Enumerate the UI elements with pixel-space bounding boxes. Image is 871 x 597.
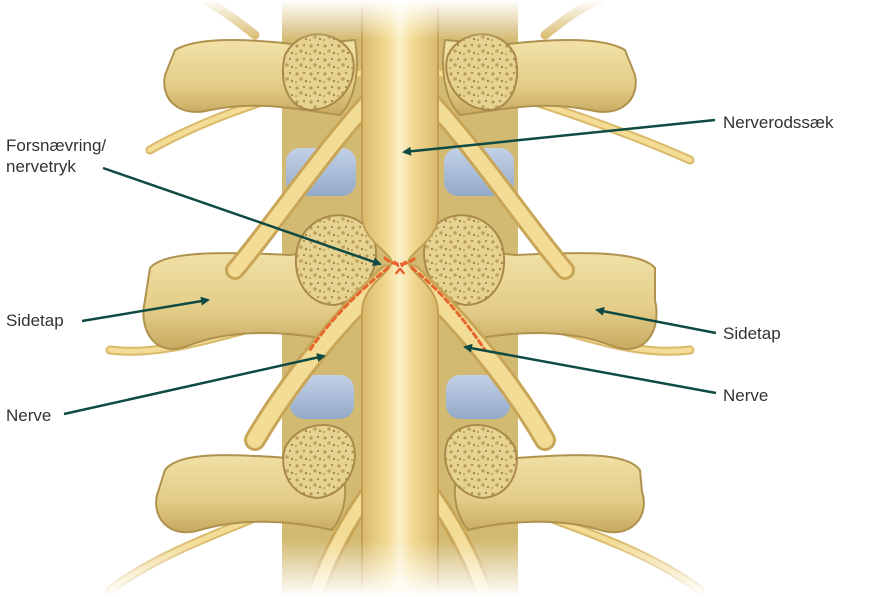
label-sidetap-left: Sidetap (6, 310, 64, 331)
top-fade (0, 0, 871, 40)
bottom-fade (0, 540, 871, 597)
label-forsnaevring-nervetryk: Forsnævring/ nervetryk (6, 135, 106, 177)
label-nerve-right: Nerve (723, 385, 768, 406)
label-nerverodssaek: Nerverodssæk (723, 112, 834, 133)
label-forsnaevring-line1: Forsnævring/ (6, 135, 106, 156)
label-sidetap-right: Sidetap (723, 323, 781, 344)
label-nerve-left: Nerve (6, 405, 51, 426)
label-forsnaevring-line2: nervetryk (6, 156, 106, 177)
nerve-root-sac (362, 0, 438, 597)
